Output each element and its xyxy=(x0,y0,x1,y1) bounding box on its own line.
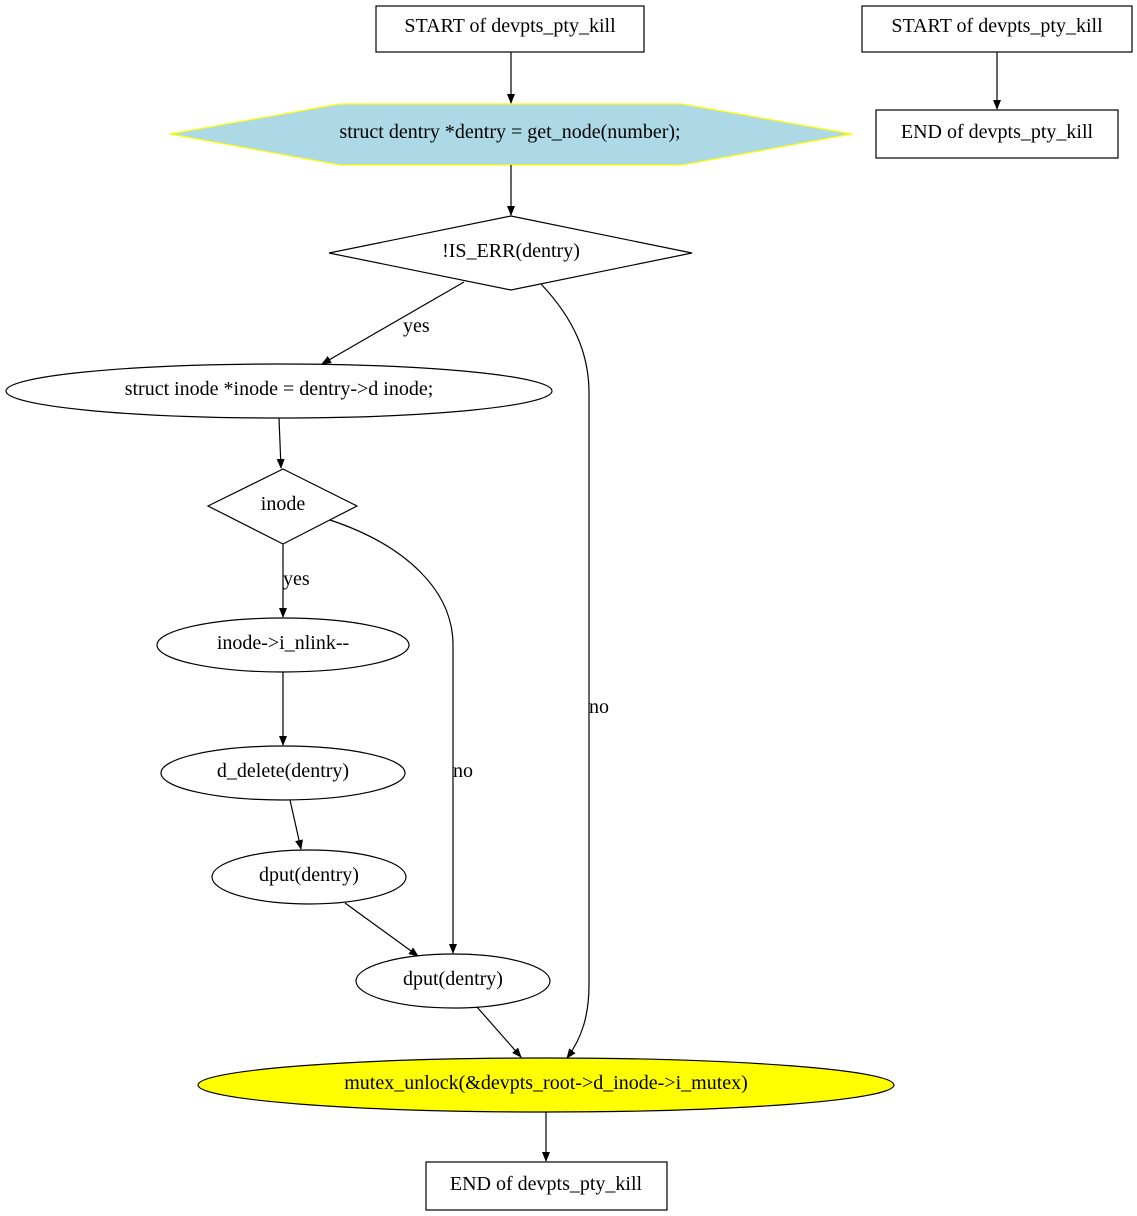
edge-label-is-err-no: no xyxy=(589,696,609,718)
edge-dput-outer-to-mutex-unlock xyxy=(476,1006,522,1058)
edge-label-is-err-yes: yes xyxy=(403,315,430,337)
is-err-decision-label: !IS_ERR(dentry) xyxy=(442,240,580,262)
is-err-decision: !IS_ERR(dentry) xyxy=(328,215,693,291)
dput-outer-statement-label: dput(dentry) xyxy=(403,968,503,990)
start-node-side: START of devpts_pty_kill xyxy=(861,5,1133,53)
start-node-side-label: START of devpts_pty_kill xyxy=(891,15,1103,37)
edge-label-inode-yes: yes xyxy=(283,568,310,590)
dput-outer-statement: dput(dentry) xyxy=(355,953,551,1009)
edge-inode-no xyxy=(329,519,457,954)
edge-inode-assign-to-inode xyxy=(276,417,285,469)
inode-decision-label: inode xyxy=(261,493,306,515)
end-node-side-label: END of devpts_pty_kill xyxy=(901,121,1094,143)
nlink-decrement-statement: inode->i_nlink-- xyxy=(156,617,410,673)
get-node-statement: struct dentry *dentry = get_node(number)… xyxy=(169,103,853,166)
end-node-main: END of devpts_pty_kill xyxy=(425,1161,668,1211)
mutex-unlock-statement-label: mutex_unlock(&devpts_root->d_inode->i_mu… xyxy=(344,1072,748,1094)
inode-assign-statement: struct inode *inode = dentry->d inode; xyxy=(5,363,553,419)
inode-decision: inode xyxy=(206,468,359,545)
dput-inner-statement-label: dput(dentry) xyxy=(259,864,359,886)
start-node-main-label: START of devpts_pty_kill xyxy=(404,15,616,37)
inode-assign-statement-label: struct inode *inode = dentry->d inode; xyxy=(125,378,434,400)
nlink-decrement-statement-label: inode->i_nlink-- xyxy=(217,632,349,654)
d-delete-statement: d_delete(dentry) xyxy=(160,745,406,801)
edge-is-err-no xyxy=(540,283,590,1059)
end-node-side: END of devpts_pty_kill xyxy=(875,109,1119,159)
start-node-main: START of devpts_pty_kill xyxy=(375,5,645,53)
edge-label-inode-no: no xyxy=(453,760,473,782)
edge-dput-inner-to-dput-outer xyxy=(344,902,419,957)
mutex-unlock-statement: mutex_unlock(&devpts_root->d_inode->i_mu… xyxy=(197,1057,895,1113)
get-node-statement-label: struct dentry *dentry = get_node(number)… xyxy=(339,121,680,143)
d-delete-statement-label: d_delete(dentry) xyxy=(217,760,349,782)
edge-d-delete-to-dput-inner xyxy=(289,799,303,850)
edge-is-err-yes xyxy=(321,281,465,365)
end-node-main-label: END of devpts_pty_kill xyxy=(450,1173,643,1195)
dput-inner-statement: dput(dentry) xyxy=(211,849,407,905)
